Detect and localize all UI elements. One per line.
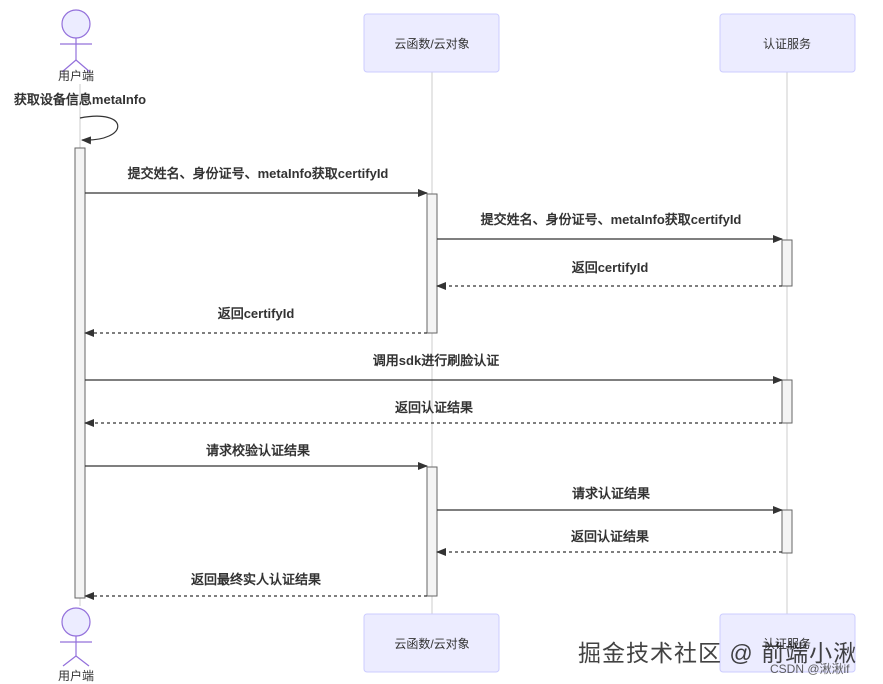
message-label: 返回certifyId	[572, 260, 649, 275]
actor-head-icon	[61, 9, 91, 39]
message-submit-to-cloud: 提交姓名、身份证号、metaInfo获取certifyId	[85, 166, 428, 197]
message-return-result-user: 返回认证结果	[84, 400, 782, 427]
actor-head-icon	[61, 607, 91, 637]
activation-auth-1	[781, 239, 793, 287]
participant-auth-bottom: 认证服务	[719, 613, 856, 673]
message-label: 提交姓名、身份证号、metaInfo获取certifyId	[128, 166, 389, 181]
participant-cloud-label: 云函数/云对象	[394, 36, 469, 51]
message-return-result-cloud: 返回认证结果	[436, 529, 782, 556]
actor-user-bottom: 用户端	[58, 607, 94, 683]
actor-user-top: 用户端	[58, 9, 94, 83]
activation-user	[74, 147, 86, 599]
activation-cloud-2	[426, 466, 438, 597]
participant-auth-top: 认证服务	[719, 13, 856, 73]
message-self-metainfo: 获取设备信息metaInfo	[14, 92, 146, 145]
activation-auth-3	[781, 509, 793, 554]
watermark-juejin: 掘金技术社区 @ 前端小湫	[578, 640, 858, 666]
message-label: 请求校验认证结果	[206, 443, 310, 458]
message-label: 请求认证结果	[572, 486, 650, 501]
message-label: 返回认证结果	[571, 529, 649, 544]
message-label: 返回certifyId	[218, 306, 295, 321]
participant-cloud-label: 云函数/云对象	[394, 636, 469, 651]
message-label: 返回最终实人认证结果	[191, 572, 321, 587]
message-label: 返回认证结果	[395, 400, 473, 415]
message-call-sdk: 调用sdk进行刷脸认证	[85, 353, 783, 384]
message-request-result: 请求认证结果	[437, 486, 783, 514]
participant-cloud-top: 云函数/云对象	[363, 13, 500, 73]
message-return-certifyid-cloud: 返回certifyId	[436, 260, 782, 290]
participant-auth-label: 认证服务	[763, 36, 811, 51]
participant-cloud-bottom: 云函数/云对象	[363, 613, 500, 673]
participant-auth-label: 认证服务	[763, 636, 811, 651]
message-submit-to-auth: 提交姓名、身份证号、metaInfo获取certifyId	[437, 212, 783, 243]
message-return-final-result: 返回最终实人认证结果	[84, 572, 427, 600]
activation-cloud-1	[426, 193, 438, 334]
message-label: 调用sdk进行刷脸认证	[373, 353, 499, 368]
activation-auth-2	[781, 379, 793, 424]
message-request-verify: 请求校验认证结果	[85, 443, 428, 470]
message-return-certifyid-user: 返回certifyId	[84, 306, 427, 337]
message-label: 获取设备信息metaInfo	[14, 92, 146, 107]
message-label: 提交姓名、身份证号、metaInfo获取certifyId	[481, 212, 742, 227]
actor-user-label: 用户端	[58, 668, 94, 683]
watermark-csdn: CSDN @湫湫if	[770, 662, 850, 676]
actor-user-label: 用户端	[58, 68, 94, 83]
